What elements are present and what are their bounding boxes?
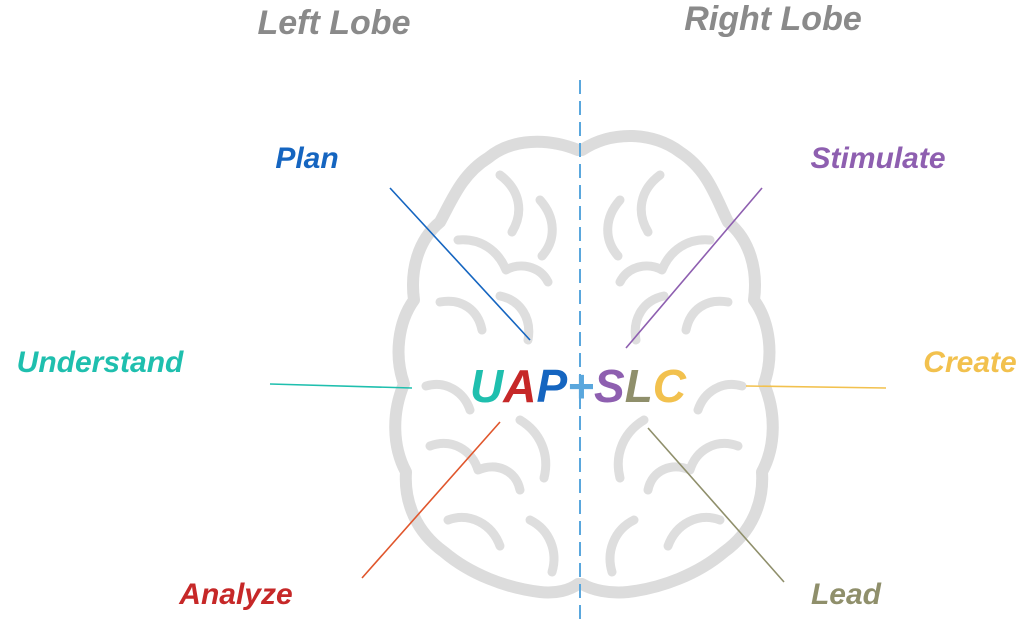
create-connector: [745, 385, 887, 389]
term-stimulate: Stimulate: [810, 142, 945, 175]
left-lobe-title: Left Lobe: [258, 4, 411, 42]
plan-connector: [389, 187, 531, 341]
center-letter-u: U: [470, 360, 505, 412]
stimulate-connector: [625, 187, 763, 349]
right-lobe-title: Right Lobe: [684, 0, 862, 38]
term-create: Create: [923, 346, 1016, 379]
term-plan: Plan: [275, 142, 338, 175]
center-plus: +: [567, 360, 594, 412]
understand-connector: [269, 383, 413, 389]
term-analyze: Analyze: [178, 578, 292, 611]
center-label: UAP+SLC: [470, 360, 687, 412]
term-lead: Lead: [811, 578, 882, 611]
brain-illustration: [389, 129, 779, 599]
lead-connector: [647, 427, 785, 583]
analyze-connector: [361, 421, 501, 579]
center-letter-p: P: [536, 360, 567, 412]
center-letter-c: C: [653, 360, 687, 412]
center-letter-s: S: [594, 360, 625, 412]
center-letter-a: A: [502, 360, 536, 412]
term-understand: Understand: [17, 346, 184, 379]
center-letter-l: L: [625, 360, 653, 412]
